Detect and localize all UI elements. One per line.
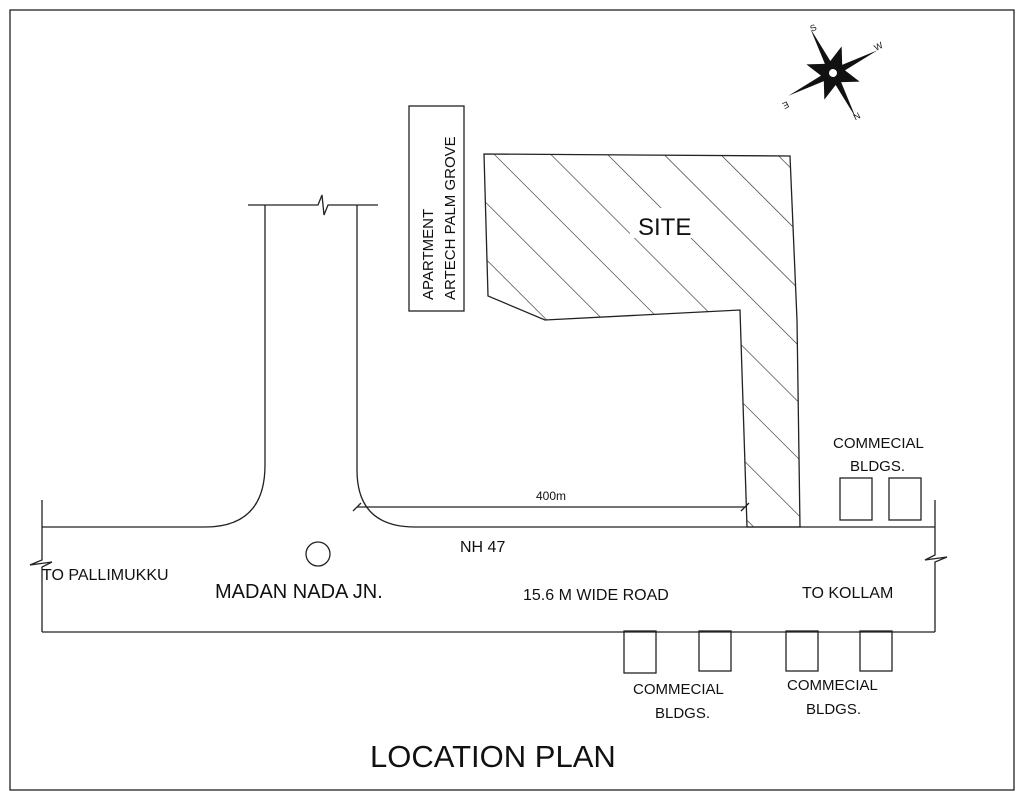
site-label: SITE xyxy=(638,214,691,241)
commercial-label: BLDGS. xyxy=(850,458,905,475)
to-kollam-label: TO KOLLAM xyxy=(802,585,893,602)
road-break-left xyxy=(29,500,53,632)
commercial-buildings-group xyxy=(623,477,922,674)
dimension-label: 400m xyxy=(536,489,566,503)
side-road-break-line xyxy=(248,194,378,216)
side-road-left-edge xyxy=(42,205,266,528)
commercial-label: COMMECIAL xyxy=(787,677,878,694)
commercial-label: COMMECIAL xyxy=(833,435,924,452)
junction-label: MADAN NADA JN. xyxy=(215,581,383,603)
site-label-bg xyxy=(630,208,692,238)
compass-w-label: W xyxy=(872,40,885,53)
apartment-name-label: ARTECH PALM GROVE xyxy=(442,136,459,300)
north-arrow-compass-icon: S W E N xyxy=(781,22,885,122)
road-break-right xyxy=(924,500,948,632)
commercial-label: COMMECIAL xyxy=(633,681,724,698)
apartment-building xyxy=(408,105,465,312)
junction-marker xyxy=(305,541,331,567)
apartment-label: APARTMENT xyxy=(420,209,437,300)
compass-n-label: N xyxy=(852,110,862,122)
to-pallimukku-label: TO PALLIMUKKU xyxy=(42,567,169,584)
commercial-label: BLDGS. xyxy=(655,705,710,722)
nh47-top-edge xyxy=(356,205,935,528)
compass-s-label: S xyxy=(808,22,818,34)
road-width-label: 15.6 M WIDE ROAD xyxy=(523,587,669,604)
commercial-label: BLDGS. xyxy=(806,701,861,718)
page-title: LOCATION PLAN xyxy=(370,739,616,774)
drawing-frame xyxy=(9,9,1015,791)
road-name-label: NH 47 xyxy=(460,539,505,556)
compass-e-label: E xyxy=(781,99,791,111)
